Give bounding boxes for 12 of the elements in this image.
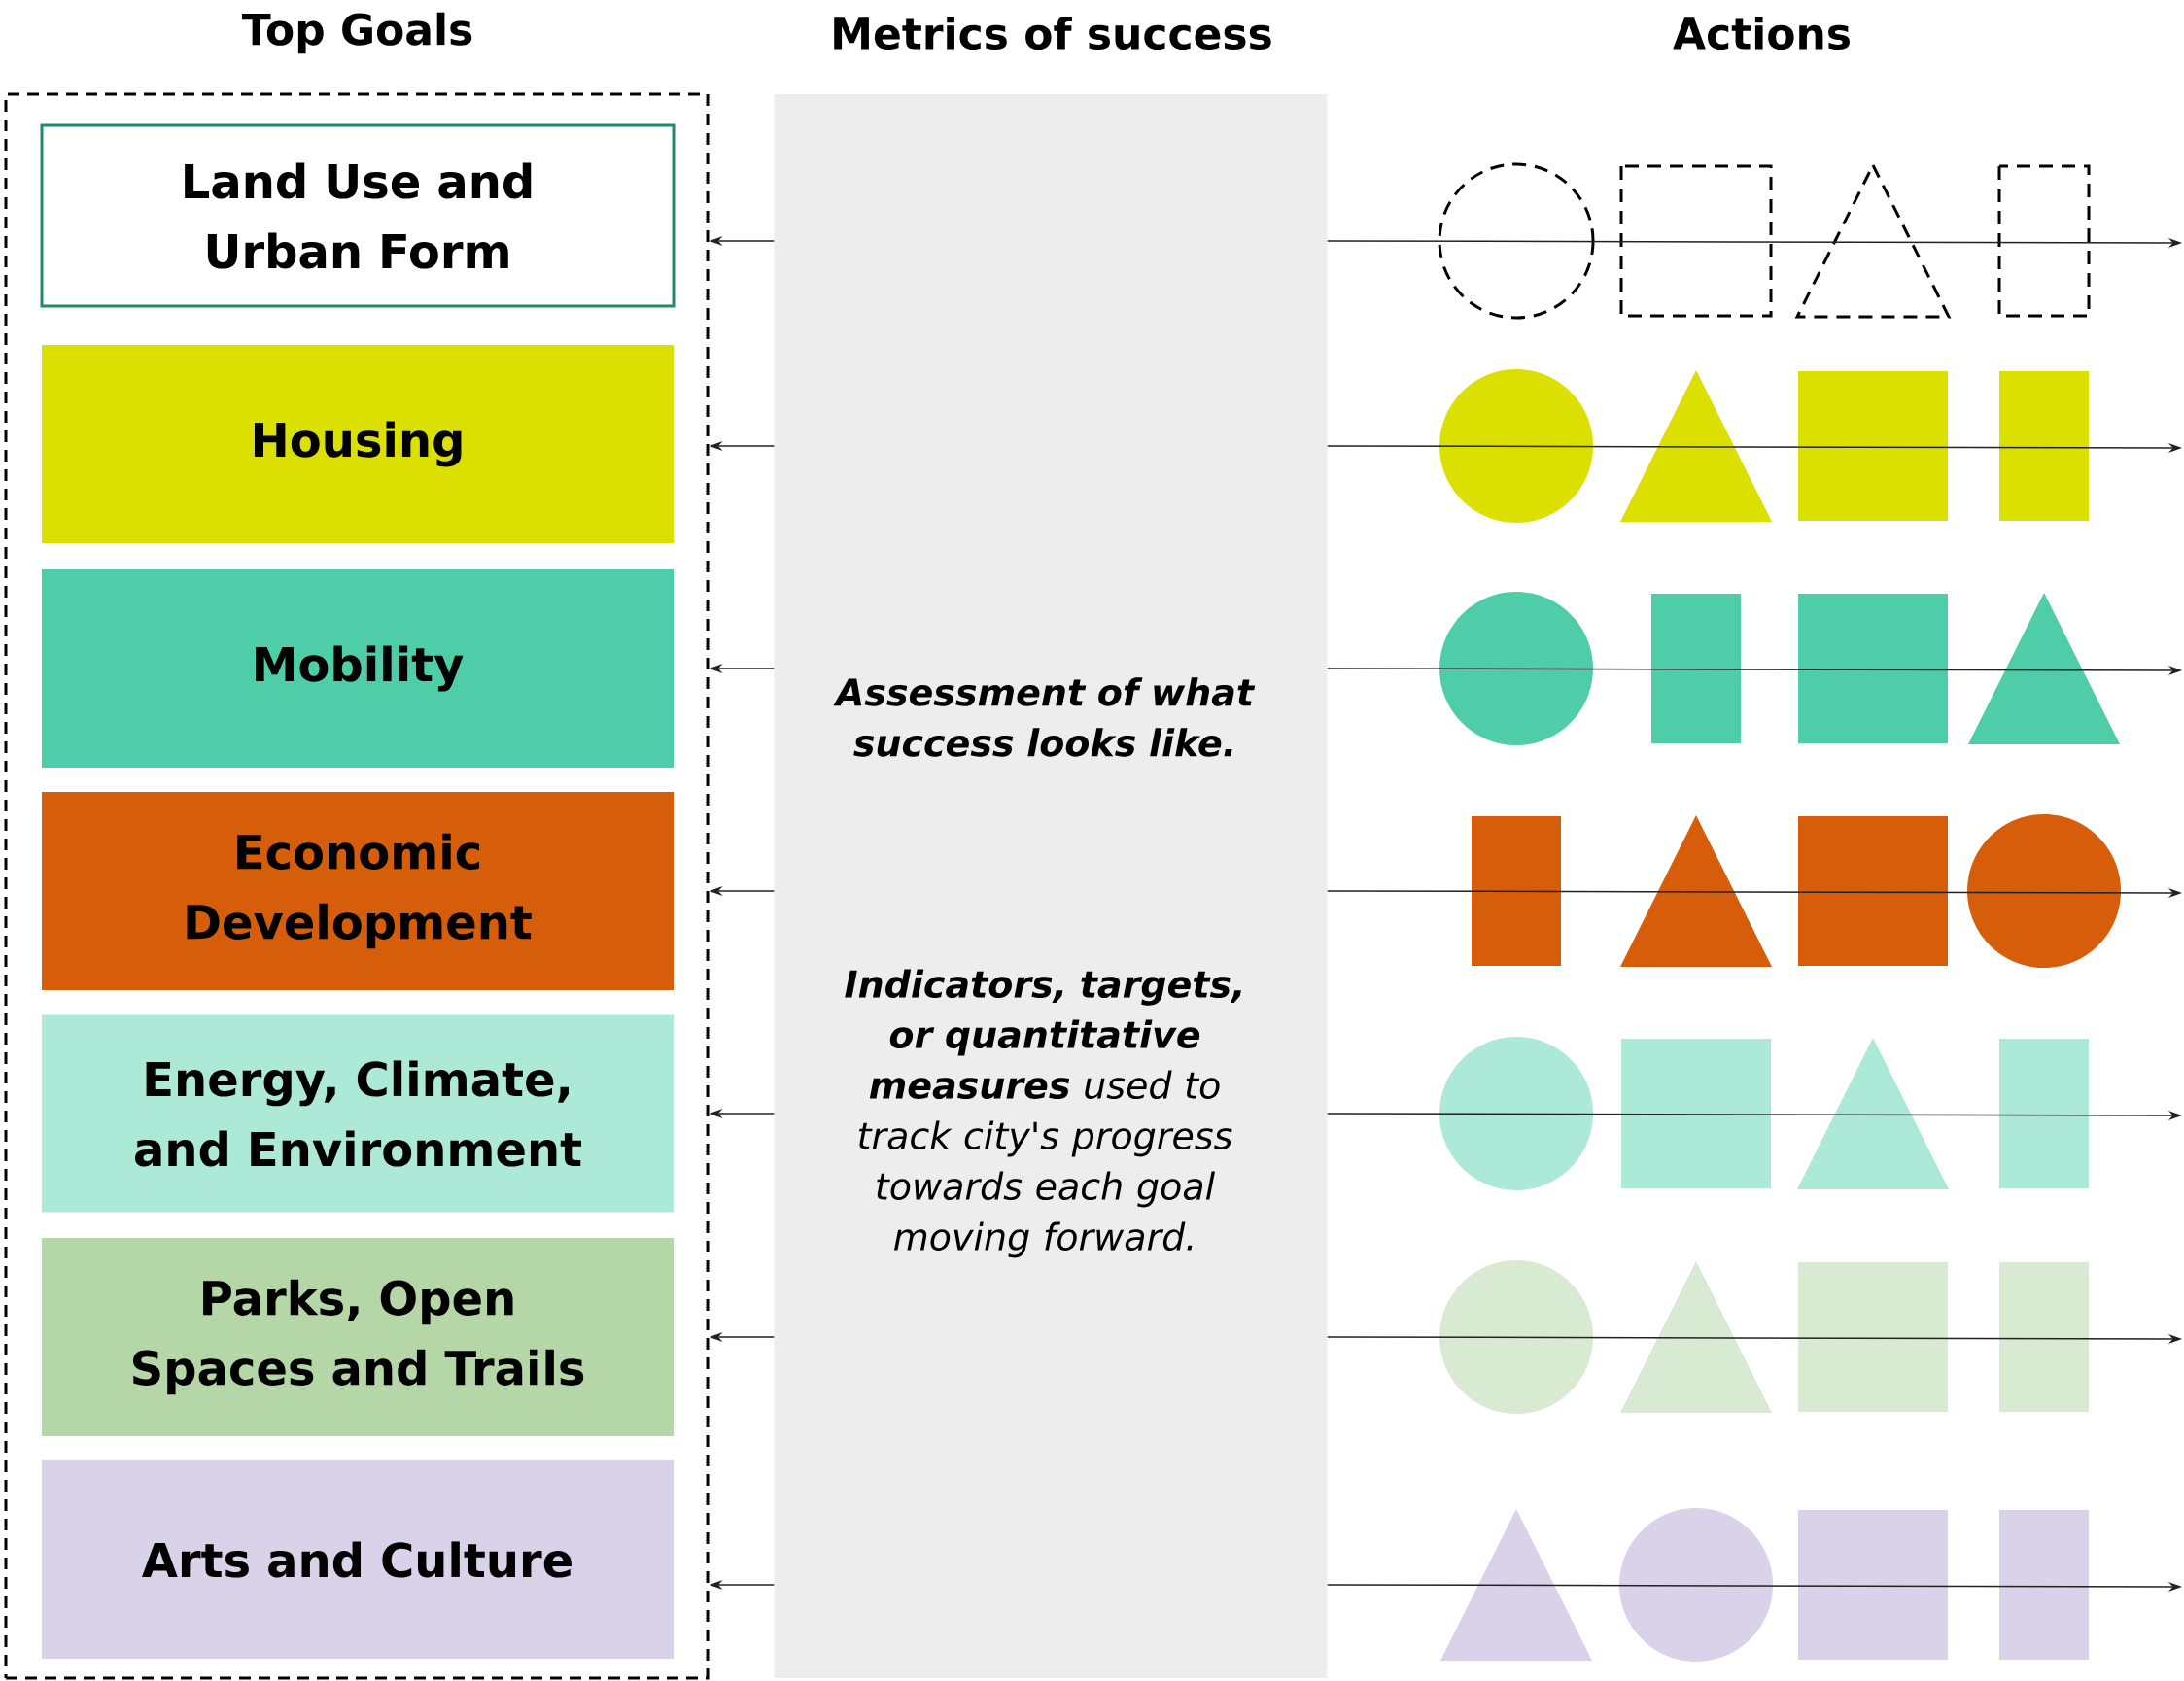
goal-box: Arts and Culture: [42, 1460, 674, 1659]
goal-box: Energy, Climate, and Environment: [42, 1014, 674, 1213]
goal-box: Housing: [42, 345, 674, 543]
column-heading: Top Goals: [241, 12, 472, 54]
panel-text: Indicators, targets, or quantitative measures used to track city's progress towards each goal moving forward.: [845, 969, 1241, 1258]
goal-box: Parks, Open Spaces and Trails: [42, 1238, 674, 1436]
goal-box: Mobility: [42, 569, 674, 768]
goal-box: Economic Development: [42, 792, 674, 990]
column-heading: Actions: [1673, 17, 1850, 51]
panel-text: Assessment of what success looks like.: [833, 677, 1256, 757]
goal-box: Land Use and Urban Form: [40, 123, 676, 308]
column-heading: Metrics of success: [834, 17, 1271, 51]
